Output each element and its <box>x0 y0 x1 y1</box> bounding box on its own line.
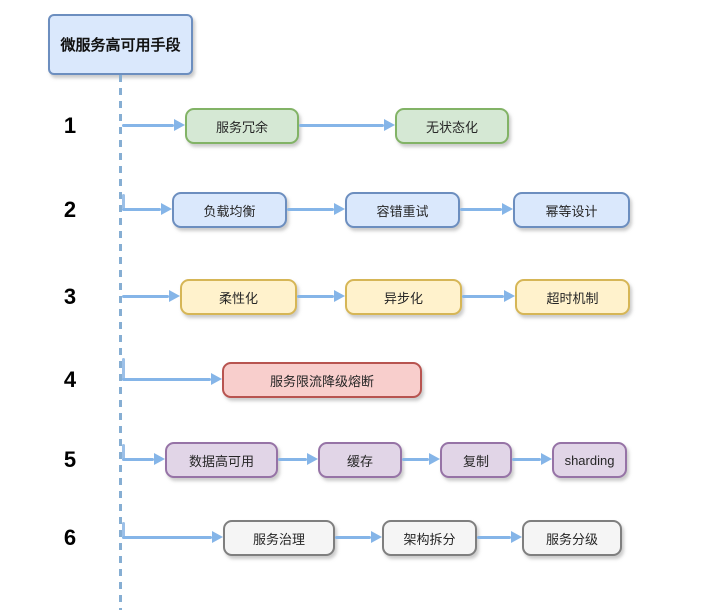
row-number: 2 <box>63 197 77 222</box>
flow-node: 复制 <box>440 442 512 478</box>
flow-node: 负载均衡 <box>172 192 287 228</box>
flow-node: sharding <box>552 442 627 478</box>
flow-node: 服务分级 <box>522 520 622 556</box>
dashed-spine-line <box>119 75 122 610</box>
row-number: 5 <box>63 447 77 472</box>
connector-elbow <box>122 194 125 209</box>
arrow-right-connector <box>460 203 513 215</box>
arrow-right-connector <box>122 373 222 385</box>
flow-node: 数据高可用 <box>165 442 278 478</box>
arrow-right-connector <box>297 290 345 302</box>
flow-node: 幂等设计 <box>513 192 630 228</box>
connector-elbow <box>122 358 125 380</box>
arrow-right-connector <box>287 203 345 215</box>
connector-elbow <box>122 522 125 537</box>
arrow-right-connector <box>335 531 382 543</box>
arrow-right-connector <box>122 290 180 302</box>
connector-elbow <box>122 444 125 459</box>
arrow-right-connector <box>122 531 223 543</box>
row-number: 6 <box>63 525 77 550</box>
arrow-right-connector <box>512 453 552 465</box>
flow-node: 超时机制 <box>515 279 630 315</box>
row-number: 4 <box>63 367 77 392</box>
flow-node: 无状态化 <box>395 108 509 144</box>
flow-node: 柔性化 <box>180 279 297 315</box>
arrow-right-connector <box>299 119 395 131</box>
arrow-right-connector <box>462 290 515 302</box>
diagram-title: 微服务高可用手段 <box>48 14 193 75</box>
arrow-right-connector <box>122 203 172 215</box>
row-number: 3 <box>63 284 77 309</box>
arrow-right-connector <box>278 453 318 465</box>
flow-node: 异步化 <box>345 279 462 315</box>
arrow-right-connector <box>477 531 522 543</box>
flow-node: 架构拆分 <box>382 520 477 556</box>
row-number: 1 <box>63 113 77 138</box>
flow-node: 缓存 <box>318 442 402 478</box>
flow-node: 服务限流降级熔断 <box>222 362 422 398</box>
flow-node: 服务治理 <box>223 520 335 556</box>
flow-node: 容错重试 <box>345 192 460 228</box>
arrow-right-connector <box>122 453 165 465</box>
arrow-right-connector <box>402 453 440 465</box>
arrow-right-connector <box>122 119 185 131</box>
flow-node: 服务冗余 <box>185 108 299 144</box>
